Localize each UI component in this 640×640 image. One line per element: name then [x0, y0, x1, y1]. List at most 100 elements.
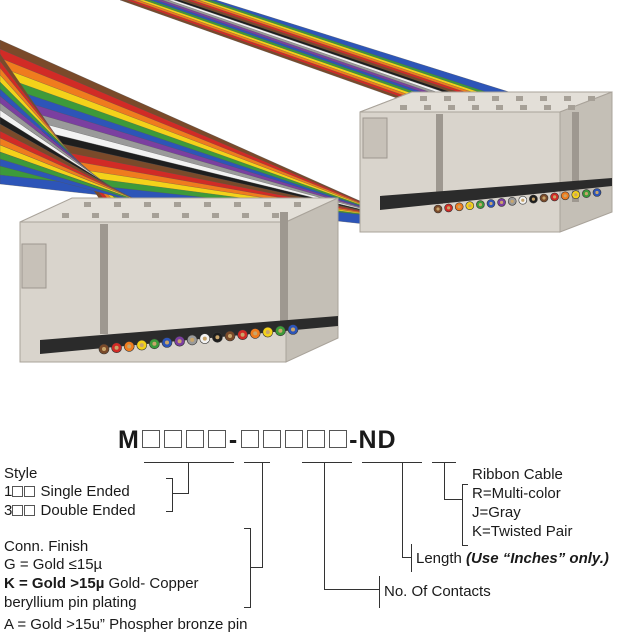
wire-core [542, 196, 546, 200]
contact-hole [234, 202, 241, 207]
connector-right-holes [400, 96, 595, 110]
style-brace [172, 478, 173, 512]
finish-box [185, 430, 204, 448]
contact-hole [568, 105, 575, 110]
wire-core [127, 344, 132, 349]
style-option-double: 3 Double Ended [4, 502, 136, 519]
wire-core [489, 201, 493, 206]
connector-left [19, 197, 339, 363]
contact-hole [62, 213, 69, 218]
wire-core [510, 199, 514, 203]
ribbon-leader-h [444, 499, 462, 500]
ribbon-cable-left [0, 39, 361, 224]
connector-left-wire-ends [98, 324, 299, 355]
wire-core [478, 203, 482, 207]
contact-hole [242, 213, 249, 218]
contacts-leader-h [324, 589, 380, 590]
contact-hole [492, 96, 499, 101]
length-leader [402, 462, 403, 558]
wire-core [447, 206, 451, 210]
underline-finish [244, 462, 270, 463]
contact-hole [420, 96, 427, 101]
wire-core [553, 195, 557, 199]
finish-option-k-line2: beryllium pin plating [4, 594, 137, 611]
length-label: Length (Use “Inches” only.) [416, 550, 609, 567]
finish-leader-h [250, 567, 263, 568]
ribbon-cable-right [119, 0, 523, 103]
wire-core [177, 339, 182, 344]
contact-hole [400, 105, 407, 110]
contact-hole [520, 105, 527, 110]
finish-title: Conn. Finish [4, 538, 89, 555]
wire-core [500, 200, 504, 204]
wire-core [228, 334, 232, 338]
wire-core [265, 330, 270, 335]
style-leader [188, 462, 189, 494]
wire-core [291, 327, 295, 332]
wire-core [574, 193, 578, 197]
underline-length [362, 462, 422, 463]
style-brace-bottom [166, 511, 173, 512]
ribbon-option-j: J=Gray [472, 504, 521, 521]
length-box-2 [285, 430, 304, 448]
ribbon-brace [462, 484, 463, 546]
style-digit-box-2 [163, 430, 182, 448]
underline-style [144, 462, 234, 463]
wire-core [595, 190, 599, 195]
underline-contacts [302, 462, 352, 463]
contacts-tick [379, 576, 380, 608]
ribbon-option-k: K=Twisted Pair [472, 523, 573, 540]
length-leader-h [402, 557, 412, 558]
part-prefix: M [118, 426, 140, 454]
wire-core [584, 192, 589, 196]
wire-core [521, 198, 525, 202]
length-tick [411, 544, 412, 572]
contact-hole [84, 202, 91, 207]
contact-hole [588, 96, 595, 101]
length-box-3 [307, 430, 326, 448]
connector-right [359, 91, 613, 233]
contact-hole [152, 213, 159, 218]
finish-option-k: K = Gold >15µ Gold- Copper [4, 575, 199, 592]
ribbon-title: Ribbon Cable [472, 466, 563, 483]
contact-hole [496, 105, 503, 110]
wire [203, 0, 516, 103]
wire-core [152, 341, 157, 346]
wire-core [190, 337, 195, 342]
wire-core [102, 347, 106, 351]
contact-hole [564, 96, 571, 101]
length-box-1 [263, 430, 282, 448]
finish-option-g: G = Gold ≤15µ [4, 556, 103, 573]
part-separator: - [228, 426, 239, 454]
finish-brace-top [244, 528, 251, 529]
contact-hole [264, 202, 271, 207]
contact-hole [182, 213, 189, 218]
part-suffix: -ND [349, 426, 397, 454]
wire-core [215, 335, 220, 340]
style-title: Style [4, 465, 38, 482]
wire [137, 0, 436, 103]
wire [155, 0, 458, 103]
connector-right-wire-ends [433, 188, 602, 214]
contact-hole [294, 202, 301, 207]
style-option-single: 1 Single Ended [4, 483, 130, 500]
finish-option-a: A = Gold >15u” Phospher bronze pin [4, 616, 248, 633]
contact-hole [516, 96, 523, 101]
finish-leader [262, 462, 263, 568]
contact-hole [272, 213, 279, 218]
wire-core [457, 205, 461, 209]
wire-core [114, 345, 119, 350]
style-leader-h [172, 493, 188, 494]
contact-hole [92, 213, 99, 218]
ribbon-leader [444, 462, 445, 500]
style-brace-top [166, 478, 173, 479]
wire-core [278, 328, 283, 333]
contact-hole [540, 96, 547, 101]
wire-core [436, 207, 440, 211]
wire-core [563, 194, 567, 198]
contact-hole [472, 105, 479, 110]
contact-hole [444, 96, 451, 101]
part-number-template: M - -ND [118, 426, 397, 455]
ribbon-option-r: R=Multi-color [472, 485, 561, 502]
contact-hole [468, 96, 475, 101]
